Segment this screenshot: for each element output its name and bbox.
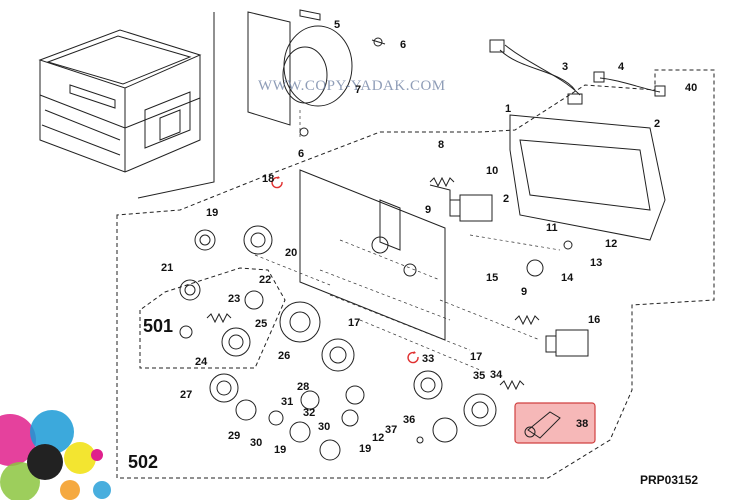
callout-26: 26	[278, 350, 290, 362]
callout-30: 30	[318, 421, 330, 433]
refresh-icon	[271, 176, 283, 189]
callout-11: 11	[546, 222, 558, 234]
callout-32: 32	[303, 407, 315, 419]
callout-16: 16	[588, 314, 600, 326]
callout-4: 4	[618, 61, 625, 73]
callout-labels: 1 2 2 3 4 5 6 6 7 8 9 9 10 11 12 12 13 1…	[161, 19, 697, 456]
callout-7: 7	[355, 84, 361, 96]
callout-14: 14	[561, 272, 574, 284]
callout-12: 12	[372, 432, 384, 444]
callout-2: 2	[654, 118, 660, 130]
callout-22: 22	[259, 274, 271, 286]
callout-10: 10	[486, 165, 498, 177]
callout-6: 6	[298, 148, 304, 160]
spring-34	[499, 379, 525, 391]
group-label-501: 501	[143, 316, 173, 336]
callout-20: 20	[285, 247, 297, 259]
diagram-code: PRP03152	[640, 473, 698, 487]
callout-29: 29	[228, 430, 240, 442]
group-label-502: 502	[128, 452, 158, 472]
callout-9: 9	[425, 204, 431, 216]
callout-12: 12	[605, 238, 617, 250]
callout-27: 27	[180, 389, 192, 401]
callout-8: 8	[438, 139, 444, 151]
callout-30: 30	[250, 437, 262, 449]
highlight-part-38[interactable]	[514, 402, 596, 444]
spring-9b	[514, 314, 540, 326]
group-501-outline	[139, 267, 286, 369]
solenoid-upper	[429, 184, 493, 222]
callout-21: 21	[161, 262, 173, 274]
group-502-outline	[116, 69, 715, 479]
corner-logo	[0, 410, 111, 500]
callout-19: 19	[206, 207, 218, 219]
bracket-part	[509, 114, 666, 241]
copier-inset	[38, 12, 215, 199]
callout-19: 19	[359, 443, 371, 455]
callout-2: 2	[503, 193, 509, 205]
callout-19: 19	[274, 444, 286, 456]
callout-36: 36	[403, 414, 415, 426]
callout-13: 13	[590, 257, 602, 269]
callout-34: 34	[490, 369, 503, 381]
gear-set	[179, 225, 573, 461]
callout-5: 5	[334, 19, 340, 31]
motor-assembly	[247, 9, 386, 140]
callout-38: 38	[576, 418, 588, 430]
callout-33: 33	[422, 353, 434, 365]
watermark: WWW.COPY-YADAK.COM	[258, 78, 446, 94]
callout-31: 31	[281, 396, 293, 408]
callout-37: 37	[385, 424, 397, 436]
callout-1: 1	[505, 103, 511, 115]
callout-28: 28	[297, 381, 309, 393]
callout-40: 40	[685, 82, 697, 94]
callout-25: 25	[255, 318, 267, 330]
callout-6: 6	[400, 39, 406, 51]
spring-25	[206, 312, 232, 324]
callout-35: 35	[473, 370, 485, 382]
callout-18: 18	[262, 173, 274, 185]
callout-17: 17	[348, 317, 360, 329]
callout-17: 17	[470, 351, 482, 363]
refresh-icon	[407, 351, 419, 364]
callout-24: 24	[195, 356, 208, 368]
spring-9a	[429, 176, 455, 188]
solenoid-lower	[545, 329, 589, 357]
side-frame	[299, 169, 446, 341]
harness-assembly	[489, 39, 666, 105]
callout-3: 3	[562, 61, 568, 73]
callout-9: 9	[521, 286, 527, 298]
callout-23: 23	[228, 293, 240, 305]
callout-15: 15	[486, 272, 498, 284]
